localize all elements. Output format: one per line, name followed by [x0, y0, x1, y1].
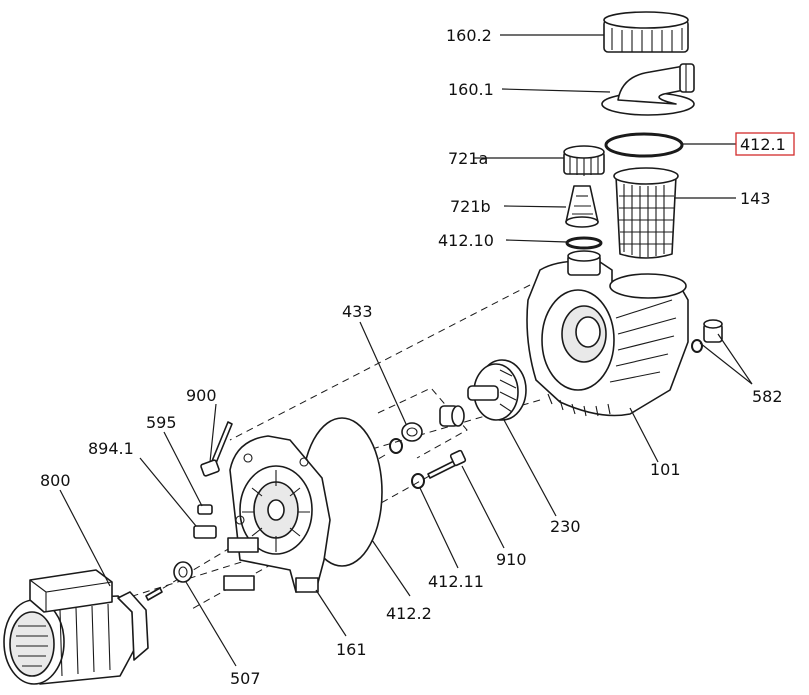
highlight-box-412-1	[735, 132, 795, 156]
label-800: 800	[40, 471, 71, 490]
part-721a-cap	[563, 145, 605, 176]
label-910: 910	[496, 550, 527, 569]
part-412-11-orings	[389, 438, 425, 489]
part-160-2-union-nut	[603, 11, 689, 53]
leader-lines	[59, 34, 753, 667]
part-labels: 160.2 160.1 412.1 721a 143 721b 412.10 4…	[40, 26, 786, 688]
part-412-10-oring	[565, 236, 603, 250]
part-230-impeller	[467, 359, 527, 421]
part-800-motor	[3, 569, 163, 685]
part-721b-plug	[565, 185, 599, 228]
label-721b: 721b	[450, 197, 491, 216]
label-160-1: 160.1	[448, 80, 494, 99]
label-161: 161	[336, 640, 367, 659]
part-582-plugs	[691, 319, 723, 353]
part-900-bolt	[200, 421, 233, 477]
part-595-buffer	[197, 504, 213, 515]
label-894-1: 894.1	[88, 439, 134, 458]
label-143: 143	[740, 189, 771, 208]
label-900: 900	[186, 386, 217, 405]
part-143-basket	[613, 167, 679, 259]
label-721a: 721a	[448, 149, 488, 168]
label-101: 101	[650, 460, 681, 479]
part-160-1-elbow	[601, 63, 695, 116]
label-595: 595	[146, 413, 177, 432]
label-582: 582	[752, 387, 783, 406]
label-160-2: 160.2	[446, 26, 492, 45]
label-412-10: 412.10	[438, 231, 494, 250]
label-412-1: 412.1	[740, 135, 786, 154]
label-412-2: 412.2	[386, 604, 432, 623]
part-412-1-oring	[604, 132, 684, 158]
part-161-bracket	[223, 435, 331, 593]
label-230: 230	[550, 517, 581, 536]
label-412-11: 412.11	[428, 572, 484, 591]
label-433: 433	[342, 302, 373, 321]
label-507: 507	[230, 669, 261, 688]
part-101-pump-housing	[526, 250, 689, 417]
part-433-seal	[401, 405, 465, 442]
part-507-slinger	[173, 561, 193, 583]
part-910-screw	[427, 449, 467, 479]
part-894-1-clip	[193, 525, 217, 539]
